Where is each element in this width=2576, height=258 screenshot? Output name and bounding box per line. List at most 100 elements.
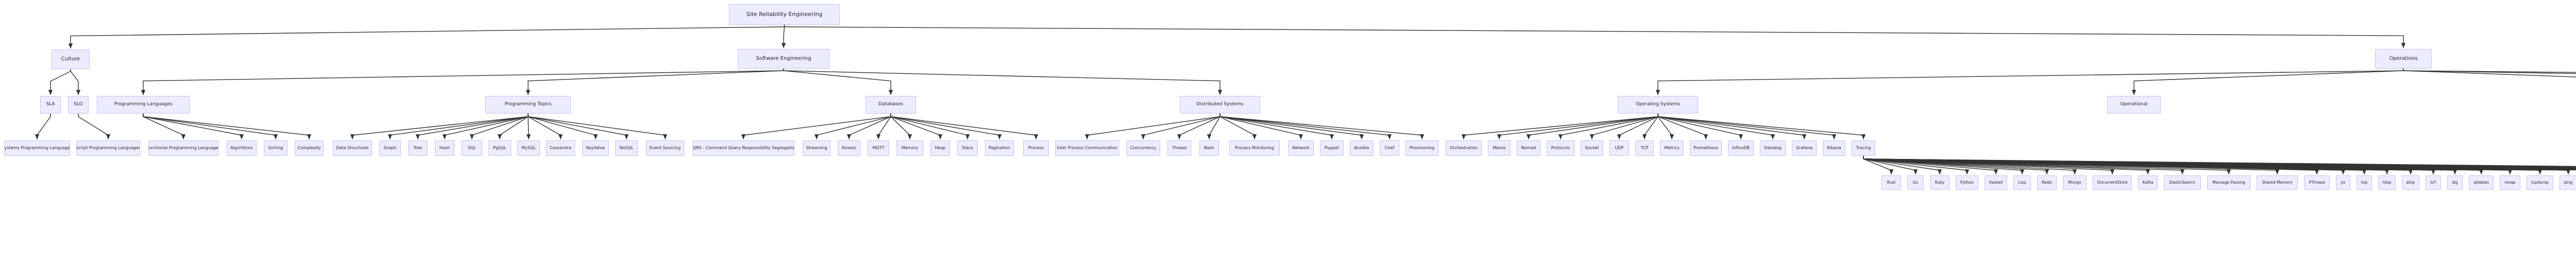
node-grafana[interactable]: Grafana <box>1792 140 1817 156</box>
node-funclang[interactable]: Functional Programming Languages <box>148 140 218 156</box>
node-ping[interactable]: ping <box>2560 175 2576 190</box>
node-procmonitoring[interactable]: Process Monitoring <box>1229 140 1280 156</box>
node-htop[interactable]: htop <box>2378 175 2396 190</box>
edge <box>1863 156 2389 174</box>
node-ps[interactable]: ps <box>2336 175 2350 190</box>
node-graph[interactable]: Graph <box>379 140 401 156</box>
node-heap[interactable]: Heap <box>930 140 950 156</box>
node-puppet[interactable]: Puppet <box>1320 140 1344 156</box>
node-proglang[interactable]: Programming Languages <box>97 96 190 114</box>
node-sql[interactable]: SQL <box>462 140 482 156</box>
node-label: Graph <box>383 145 397 150</box>
node-prometheus[interactable]: Prometheus <box>1690 140 1722 156</box>
node-network[interactable]: Network <box>1288 140 1314 156</box>
node-sorting[interactable]: Sorting <box>264 140 287 156</box>
node-datastructures[interactable]: Data Structures <box>333 140 372 156</box>
node-redis[interactable]: Redis <box>2037 175 2057 190</box>
node-ansible[interactable]: Ansible <box>1350 140 1374 156</box>
node-distsys[interactable]: Distributed Systems <box>1180 96 1260 114</box>
node-kafka[interactable]: Kafka <box>2138 175 2158 190</box>
node-operational[interactable]: Operational <box>2107 96 2161 114</box>
node-python[interactable]: Python <box>1956 175 1978 190</box>
node-tree[interactable]: Tree <box>408 140 428 156</box>
node-kinesis[interactable]: Kinesis <box>838 140 860 156</box>
node-stack[interactable]: Stack <box>957 140 978 156</box>
node-mesos[interactable]: Mesos <box>1488 140 1511 156</box>
node-sre[interactable]: Site Reliability Engineering <box>729 4 840 25</box>
node-dig[interactable]: dig <box>2447 175 2463 190</box>
node-thread[interactable]: Thread <box>1167 140 1191 156</box>
node-iptables[interactable]: iptables <box>2469 175 2494 190</box>
node-bash[interactable]: Bash <box>1199 140 1219 156</box>
node-metrics[interactable]: Metrics <box>1660 140 1684 156</box>
node-elasticsearch[interactable]: ElasticSearch <box>2164 175 2201 190</box>
node-nmap[interactable]: nmap <box>2500 175 2520 190</box>
node-tcp[interactable]: TCP <box>1635 140 1654 156</box>
node-protocols[interactable]: Protocols <box>1547 140 1574 156</box>
node-sharedmemory[interactable]: Shared Memory <box>2257 175 2298 190</box>
node-mysql[interactable]: MySQL <box>517 140 540 156</box>
node-nosql[interactable]: NoSQL <box>615 140 638 156</box>
node-documentstore[interactable]: DocumentStore <box>2093 175 2132 190</box>
node-kibana[interactable]: Kibana <box>1823 140 1845 156</box>
node-datadog[interactable]: Datadog <box>1760 140 1786 156</box>
node-nomad[interactable]: Nomad <box>1517 140 1540 156</box>
node-pagination[interactable]: Pagination <box>985 140 1014 156</box>
node-cassandra[interactable]: Cassandra <box>546 140 575 156</box>
node-scriptlang[interactable]: Script Programming Languages <box>76 140 140 156</box>
node-haskell[interactable]: Haskell <box>1985 175 2007 190</box>
node-eventsourcing[interactable]: Event Sourcing <box>646 140 684 156</box>
edge <box>1657 114 1674 139</box>
node-influxdb[interactable]: InfluxDB <box>1728 140 1754 156</box>
edge <box>1657 114 1866 139</box>
node-go[interactable]: Go <box>1907 175 1924 190</box>
node-concurrency[interactable]: Concurrency <box>1126 140 1160 156</box>
edge <box>814 114 891 139</box>
node-lisp[interactable]: Lisp <box>2013 175 2031 190</box>
node-iotop[interactable]: IoT <box>2426 175 2441 190</box>
node-process[interactable]: Process <box>1023 140 1049 156</box>
node-pgsql[interactable]: PgSQL <box>488 140 511 156</box>
node-top[interactable]: top <box>2357 175 2372 190</box>
node-chef[interactable]: Chef <box>1380 140 1399 156</box>
node-label: Process <box>1028 145 1044 150</box>
node-streaming[interactable]: Streaming <box>803 140 831 156</box>
node-rust[interactable]: Rust <box>1882 175 1901 190</box>
node-keyvalue[interactable]: KeyValue <box>582 140 609 156</box>
node-label: PgSQL <box>493 145 506 150</box>
node-databases[interactable]: Databases <box>866 96 916 114</box>
node-label: Network <box>1292 145 1310 150</box>
node-cqrs[interactable]: CQRS - Command Query Responsibility Segr… <box>692 140 794 156</box>
node-atop[interactable]: atop <box>2402 175 2419 190</box>
node-tcpdump[interactable]: tcpdump <box>2527 175 2553 190</box>
node-slo[interactable]: SLO <box>68 96 89 114</box>
node-udp[interactable]: UDP <box>1609 140 1629 156</box>
node-label: SQL <box>468 145 476 150</box>
node-culture[interactable]: Culture <box>52 50 90 69</box>
node-socket[interactable]: Socket <box>1581 140 1603 156</box>
node-se[interactable]: Software Engineering <box>738 49 829 69</box>
edge <box>1863 156 1970 174</box>
edge <box>876 114 891 139</box>
node-algorithms[interactable]: Algorithms <box>227 140 257 156</box>
node-mongo[interactable]: Mongo <box>2063 175 2087 190</box>
node-opsys[interactable]: Operating Systems <box>1618 96 1698 114</box>
node-label: Prometheus <box>1693 145 1718 150</box>
node-provisioning[interactable]: Provisioning <box>1405 140 1438 156</box>
node-orchestration[interactable]: Orchestration <box>1446 140 1482 156</box>
node-messagepassing[interactable]: Message Passing <box>2207 175 2250 190</box>
edge <box>1863 156 2115 174</box>
node-ops[interactable]: Operations <box>2375 49 2432 69</box>
node-pthread[interactable]: PThread <box>2304 175 2330 190</box>
node-syslang[interactable]: Systems Programming Languages <box>4 140 70 156</box>
node-hash[interactable]: Hash <box>435 140 454 156</box>
node-tracing[interactable]: Tracing <box>1852 140 1875 156</box>
node-sla[interactable]: SLA <box>40 96 61 114</box>
node-complexity[interactable]: Complexity <box>295 140 324 156</box>
node-memory[interactable]: Memory <box>896 140 923 156</box>
node-progtopics[interactable]: Programming Topics <box>485 96 571 114</box>
node-mqtt[interactable]: MQTT <box>868 140 889 156</box>
node-label: Ruby <box>1935 180 1945 185</box>
node-ipc[interactable]: Inter Process Communication <box>1055 140 1119 156</box>
node-ruby[interactable]: Ruby <box>1930 175 1950 190</box>
